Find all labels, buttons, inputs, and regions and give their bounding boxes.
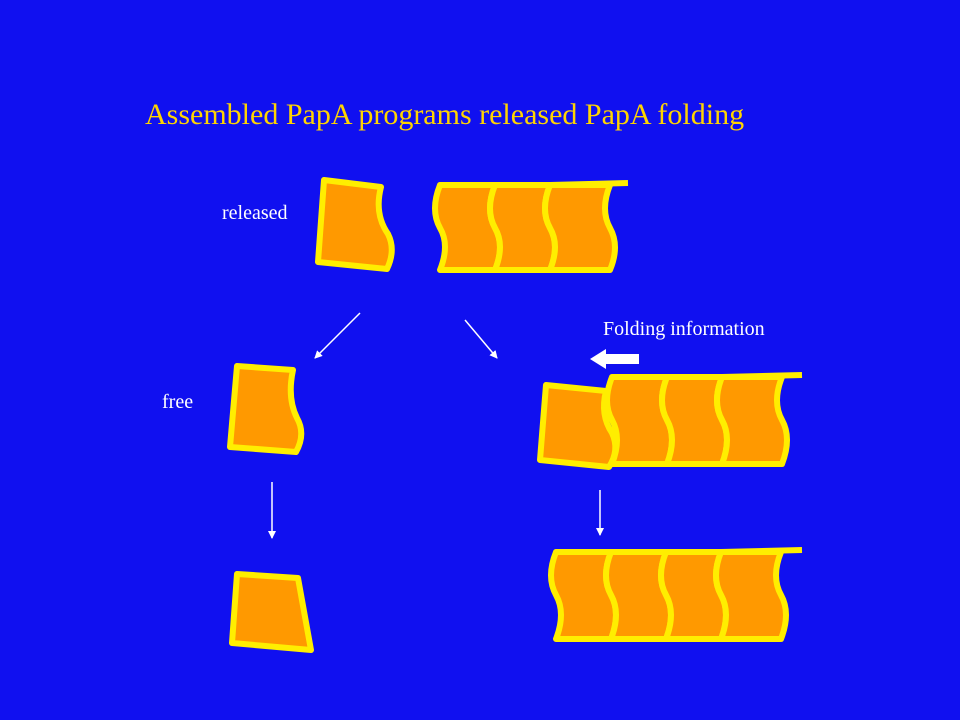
free-label: free [162, 391, 194, 413]
slide-title: Assembled PapA programs released PapA fo… [145, 98, 745, 131]
folding-direction-arrow [590, 349, 639, 369]
arrow-to-bound [464, 319, 498, 359]
chain-open-end [721, 372, 803, 380]
chain-subunit [542, 182, 618, 273]
released-subunit [315, 177, 395, 272]
chain-subunit [714, 374, 790, 467]
bottom-pilus-chain [548, 547, 803, 642]
misfolded-subunit [229, 571, 314, 653]
bound-subunit [537, 382, 619, 470]
chain-open-end [549, 180, 629, 188]
top-pilus-chain [432, 180, 629, 273]
middle-pilus-chain [604, 372, 803, 467]
arrow-to-free [314, 312, 361, 359]
chain-open-end [720, 547, 803, 555]
chain-subunit [713, 549, 789, 642]
released-label: released [222, 202, 288, 224]
folding-information-label: Folding information [603, 318, 765, 340]
free-subunit [227, 363, 305, 455]
